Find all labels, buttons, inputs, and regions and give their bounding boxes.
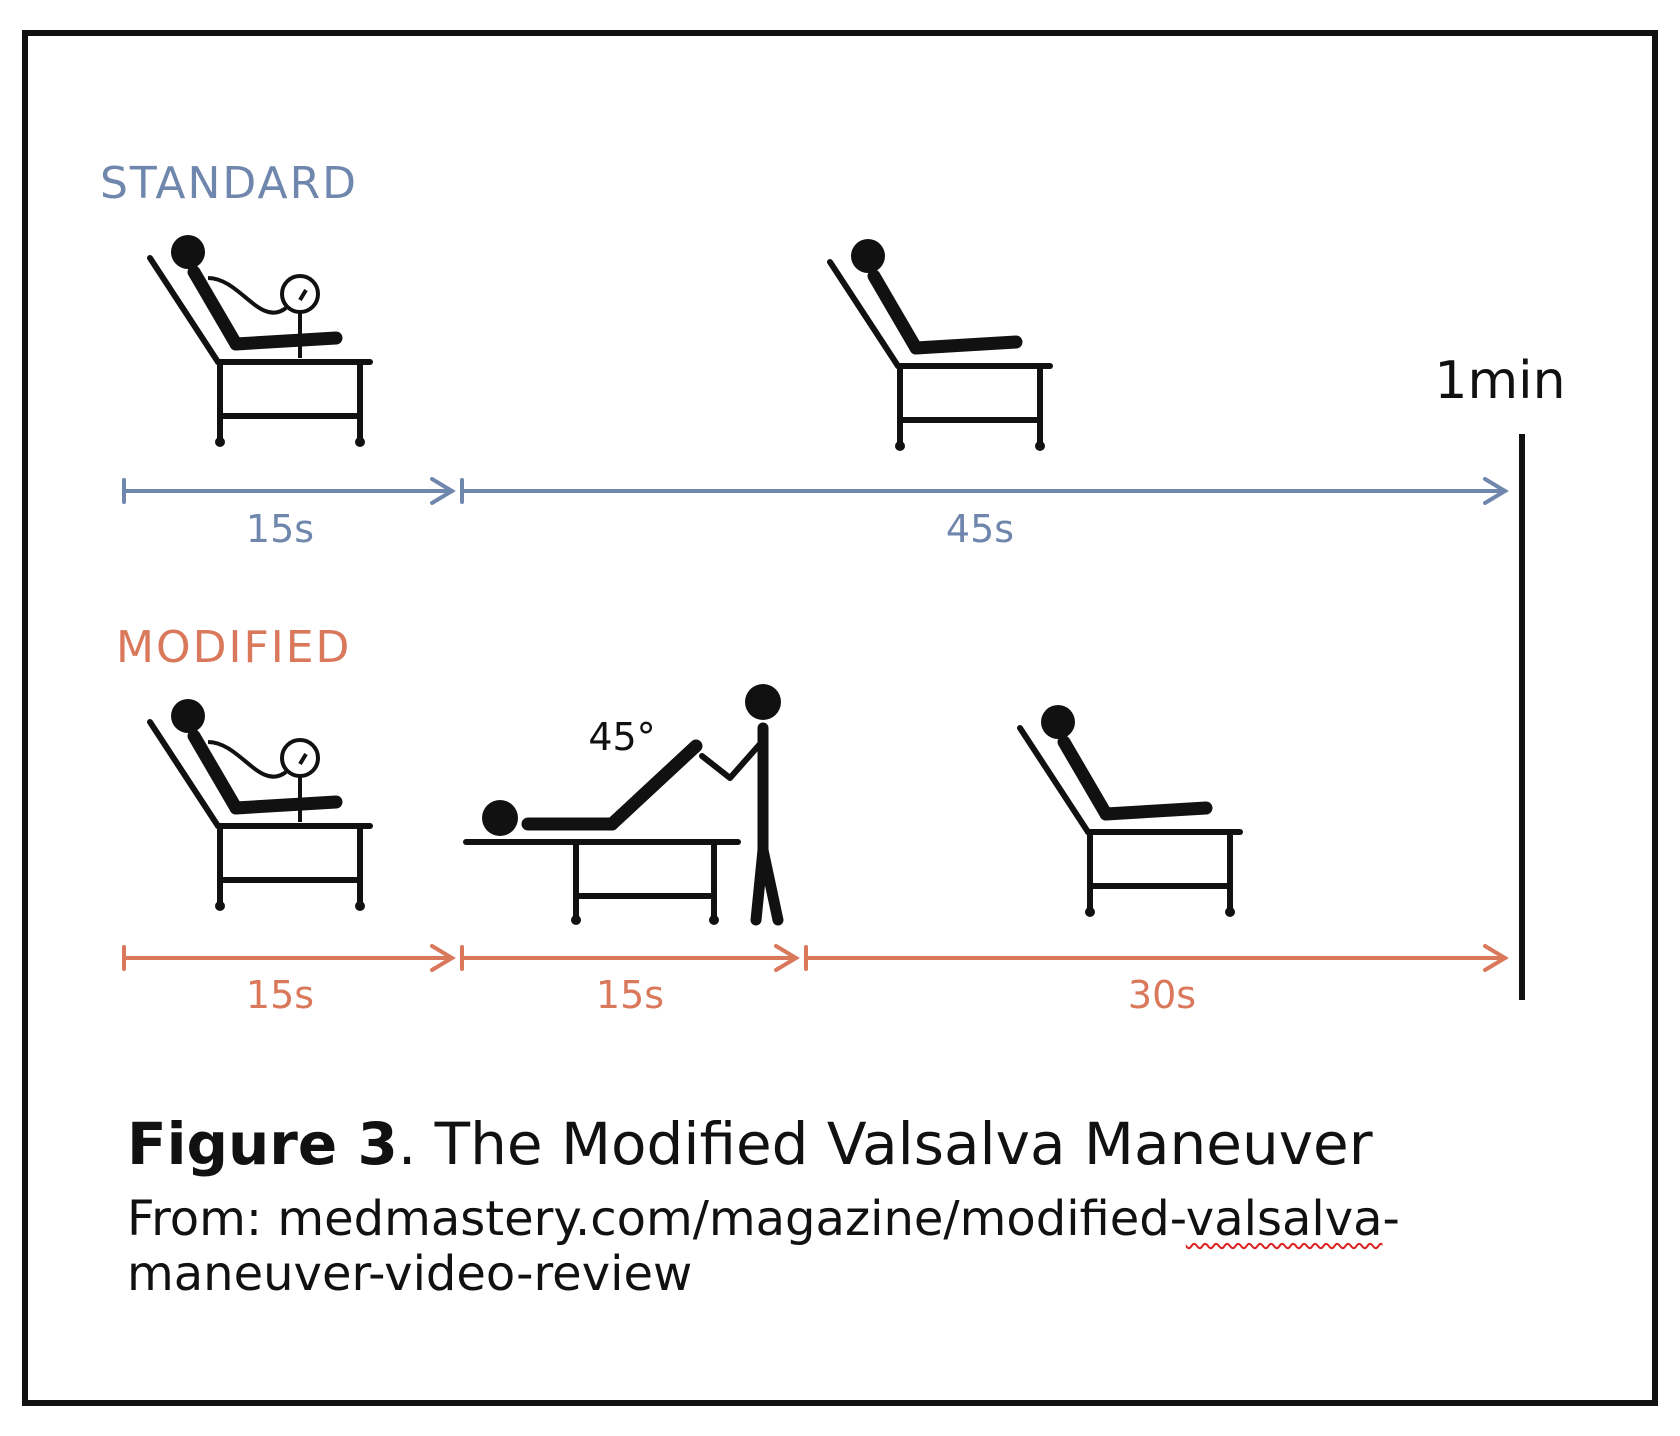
modified-duration-2: 15s [596, 973, 664, 1017]
modified-duration-3: 30s [1128, 973, 1196, 1017]
caption-source: From: medmastery.com/magazine/modified-v… [127, 1190, 1607, 1302]
standard-duration-2: 45s [946, 507, 1014, 551]
caption-title: Figure 3. The Modified Valsalva Maneuver [127, 1110, 1607, 1180]
standard-label: STANDARD [100, 158, 358, 209]
standard-duration-1: 15s [246, 507, 314, 551]
standard-timeline [122, 477, 1509, 505]
source-underlined: valsalva [1185, 1190, 1383, 1247]
figure-caption: Figure 3. The Modified Valsalva Maneuver… [127, 1110, 1607, 1302]
figure-frame [22, 30, 1658, 1406]
source-line2: maneuver-video-review [127, 1245, 693, 1302]
end-label: 1min [1434, 351, 1565, 411]
caption-title-text: . The Modified Valsalva Maneuver [397, 1110, 1373, 1178]
modified-duration-1: 15s [246, 973, 314, 1017]
supine-leg-raise-figure: 45° [463, 684, 784, 926]
source-suffix: - [1382, 1190, 1400, 1247]
angle-label: 45° [588, 715, 655, 759]
source-prefix: From: medmastery.com/magazine/modified- [127, 1190, 1186, 1247]
modified-timeline [122, 944, 1509, 972]
modified-label: MODIFIED [116, 622, 351, 673]
figure-number: Figure 3 [127, 1110, 398, 1178]
